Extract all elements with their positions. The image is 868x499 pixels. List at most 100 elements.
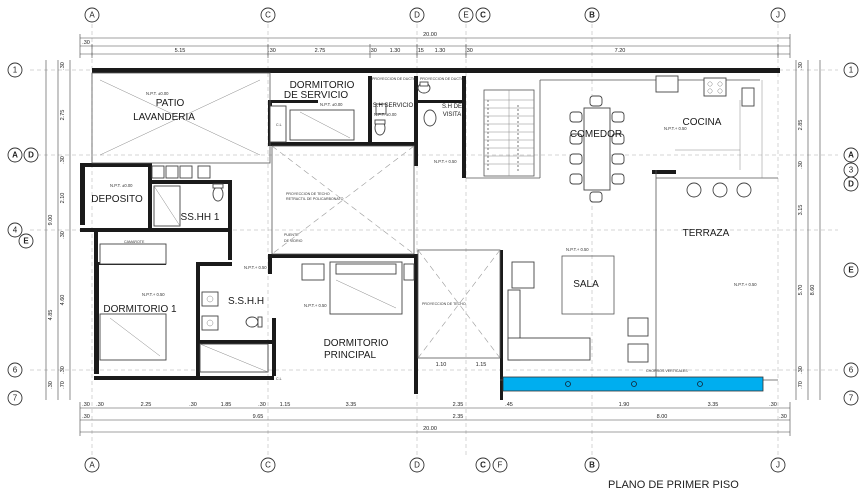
walls xyxy=(80,68,780,400)
svg-text:.30: .30 xyxy=(60,156,66,164)
label-camarote: CAMAROTE xyxy=(124,240,145,244)
svg-text:5.15: 5.15 xyxy=(175,48,186,54)
dimensions-right: .30 2.85 .30 3.15 5.70 8.60 .30 .70 xyxy=(795,60,821,400)
grid-bubble-right-7: 7 xyxy=(843,390,859,406)
grid-bubble-top-a: A xyxy=(84,7,100,23)
room-dormitorio1: DORMITORIO 1 xyxy=(103,304,177,315)
svg-text:.45: .45 xyxy=(505,402,513,408)
svg-text:.30: .30 xyxy=(258,402,266,408)
room-sshh1: SS.HH 1 xyxy=(181,212,220,223)
grid-bubble-bottom-c: C xyxy=(260,457,276,473)
svg-text:E: E xyxy=(23,237,29,246)
grid-bubble-bottom-c2: C xyxy=(475,457,491,473)
grid-bubble-left-1: 1 xyxy=(7,62,23,78)
grid-bubble-right-6: 6 xyxy=(843,362,859,378)
svg-text:2.75: 2.75 xyxy=(315,48,326,54)
room-dormitorio-principal-1: DORMITORIO xyxy=(324,338,389,349)
svg-text:2.85: 2.85 xyxy=(798,120,804,131)
svg-text:.30: .30 xyxy=(60,231,66,239)
svg-text:.70: .70 xyxy=(798,381,804,389)
svg-text:.30: .30 xyxy=(798,366,804,374)
grid-bubble-bottom-a: A xyxy=(84,457,100,473)
room-cocina: COCINA xyxy=(683,117,722,128)
svg-text:2.25: 2.25 xyxy=(141,402,152,408)
svg-text:4.85: 4.85 xyxy=(48,310,54,321)
svg-text:8.60: 8.60 xyxy=(810,285,816,296)
svg-text:7.20: 7.20 xyxy=(615,48,626,54)
room-dormitorio-servicio-1: DORMITORIO xyxy=(290,80,355,91)
label-puente-1: PUENTE xyxy=(284,233,299,237)
npt-patio: N.P.T. ±0.00 xyxy=(146,91,169,96)
npt-sh-servicio: N.P.T. ±0.00 xyxy=(374,112,397,117)
grid-bubble-right-d: D xyxy=(843,176,859,192)
npt-deposito: N.P.T. ±0.00 xyxy=(110,183,133,188)
svg-text:J: J xyxy=(776,461,780,470)
svg-text:C: C xyxy=(265,11,271,20)
svg-text:J: J xyxy=(776,11,780,20)
svg-text:7: 7 xyxy=(13,394,18,403)
svg-text:1.15: 1.15 xyxy=(280,402,291,408)
svg-text:E: E xyxy=(463,11,468,20)
grid-bubble-top-j: J xyxy=(770,7,786,23)
svg-text:.30: .30 xyxy=(82,414,90,420)
dimensions-bottom: .30 .30 2.25 .30 1.85 .30 1.15 3.35 2.35… xyxy=(79,402,791,436)
plan-title: PLANO DE PRIMER PISO xyxy=(608,479,739,491)
svg-text:3.15: 3.15 xyxy=(798,205,804,216)
svg-text:2.35: 2.35 xyxy=(453,402,464,408)
svg-text:9.65: 9.65 xyxy=(253,414,264,420)
room-comedor: COMEDOR xyxy=(570,129,622,140)
grid-bubble-left-e: E xyxy=(18,233,34,249)
grid-bubble-left-7: 7 xyxy=(7,390,23,406)
svg-text:1: 1 xyxy=(13,66,18,75)
svg-text:5.70: 5.70 xyxy=(798,285,804,296)
npt-cocina: N.P.T.+ 0.50 xyxy=(664,126,687,131)
svg-text:.30: .30 xyxy=(82,402,90,408)
svg-text:D: D xyxy=(848,180,854,189)
svg-text:A: A xyxy=(12,151,18,160)
svg-text:3.35: 3.35 xyxy=(708,402,719,408)
dim-inner-1: 1.10 xyxy=(436,362,447,368)
svg-text:A: A xyxy=(89,461,95,470)
svg-text:D: D xyxy=(414,461,420,470)
room-sh-visita-1: S.H DE xyxy=(442,104,462,110)
grid-bubble-left-d: D xyxy=(23,147,39,163)
label-cl-principal: C.L xyxy=(276,377,282,381)
svg-text:.30: .30 xyxy=(48,381,54,389)
grid-bubble-right-a: A xyxy=(843,147,859,163)
stove-icon xyxy=(655,75,755,107)
sink-icon xyxy=(151,103,387,373)
svg-text:4.60: 4.60 xyxy=(60,295,66,306)
grid-bubble-right-1: 1 xyxy=(843,62,859,78)
dining-table-icon xyxy=(569,95,625,203)
svg-text:1.90: 1.90 xyxy=(619,402,630,408)
dimensions-top: 20.00 .30 5.15 .30 2.75 .30 1.30 .15 1.3… xyxy=(79,32,791,58)
svg-text:.30: .30 xyxy=(82,40,90,46)
svg-text:.30: .30 xyxy=(268,48,276,54)
svg-text:2.75: 2.75 xyxy=(60,110,66,121)
bed-icon xyxy=(99,105,415,361)
svg-text:1.85: 1.85 xyxy=(221,402,232,408)
toilet-icon xyxy=(212,81,437,328)
svg-text:7: 7 xyxy=(849,394,854,403)
label-cl-servicio: C.L xyxy=(276,123,282,127)
label-puente-2: DE VIDRIO xyxy=(284,239,303,243)
svg-text:3.35: 3.35 xyxy=(346,402,357,408)
grid-bubble-left-4: 4 xyxy=(7,222,23,238)
svg-text:8.00: 8.00 xyxy=(657,414,668,420)
npt-hall: N.P.T.+ 0.50 xyxy=(244,265,267,270)
svg-text:.30: .30 xyxy=(369,48,377,54)
label-proyeccion-techo-2: RETRACTIL DE POLICARBONATO xyxy=(286,197,344,201)
svg-text:.30: .30 xyxy=(769,402,777,408)
svg-text:.30: .30 xyxy=(60,366,66,374)
sofa-icon xyxy=(507,255,649,363)
npt-servicio: N.P.T. ±0.00 xyxy=(320,102,343,107)
annotations: CAMAROTE C.L C.L PROYECCION DE TECHO RET… xyxy=(124,77,688,381)
room-dormitorio-principal-2: PRINCIPAL xyxy=(324,350,376,361)
svg-text:.30: .30 xyxy=(60,62,66,70)
grid-bubble-bottom-d: D xyxy=(409,457,425,473)
grid-bubble-left-a: A xyxy=(7,147,23,163)
room-lavanderia: LAVANDERIA xyxy=(133,112,195,123)
grid-bubble-top-c2: C xyxy=(475,7,491,23)
pool-icon xyxy=(502,376,764,392)
level-markers: N.P.T. ±0.00 N.P.T. ±0.00 N.P.T. ±0.00 N… xyxy=(110,91,757,308)
